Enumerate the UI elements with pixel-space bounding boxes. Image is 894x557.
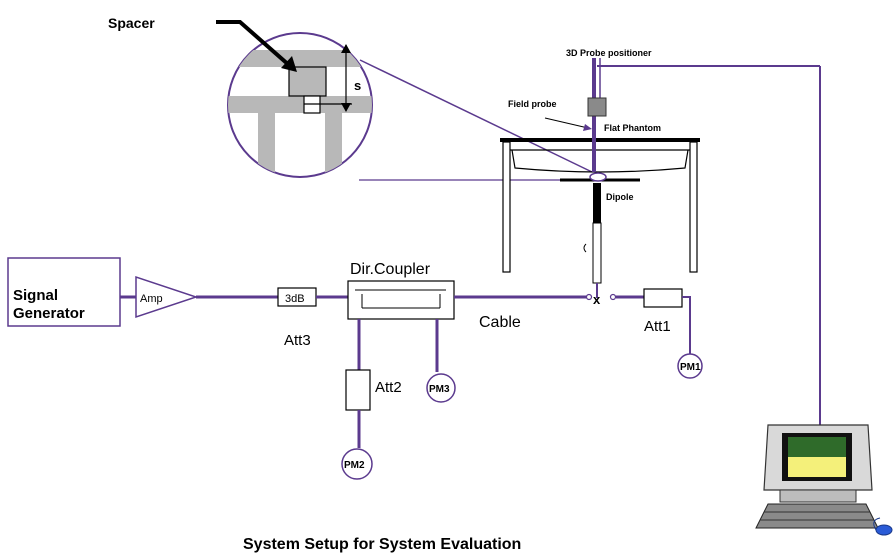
cable-label: Cable: [479, 314, 521, 331]
field-probe-label: Field probe: [508, 99, 557, 109]
dir-coupler-box: [347, 280, 455, 320]
zoom-line-top: [359, 59, 593, 173]
amplifier-triangle: [135, 275, 199, 319]
mouse: [875, 524, 893, 536]
table-leg-right-main: [689, 141, 698, 273]
magnifier-inset: s: [227, 32, 373, 178]
cable-end-connector: [585, 293, 593, 301]
phantom-bottom-layer: [228, 96, 372, 113]
figure-caption: System Setup for System Evaluation: [243, 536, 521, 553]
spacer-block: [288, 66, 327, 97]
s-arrow-bottom: [341, 103, 351, 112]
pm1-label: PM1: [680, 362, 701, 373]
mouse-cable: [873, 517, 881, 531]
spacer-pointer: [216, 20, 292, 68]
att2-label: Att2: [375, 379, 402, 396]
pm3-label: PM3: [429, 384, 450, 395]
s-label: s: [354, 78, 361, 93]
att3-label: Att3: [284, 332, 311, 349]
keyboard: [755, 503, 879, 529]
att1-label: Att1: [644, 318, 671, 335]
screen-top: [788, 437, 846, 457]
spacer-arrowhead: [281, 56, 297, 72]
att2-box: [345, 369, 371, 411]
pm2-label: PM2: [344, 460, 365, 471]
att1-connector: [609, 293, 617, 301]
phantom-shell: [511, 149, 689, 173]
pm1-circle: [677, 353, 703, 379]
dir-coupler-label: Dir.Coupler: [350, 261, 431, 278]
signal-chain: Signal Generator Amp 3dB Att3 Dir.Couple…: [7, 257, 703, 480]
field-probe-holder: [587, 97, 607, 117]
signal-generator-label-1: Signal: [13, 287, 58, 304]
probe-positioner-label: 3D Probe positioner: [566, 48, 652, 58]
table-leg-left: [258, 113, 275, 177]
flat-phantom-label: Flat Phantom: [604, 123, 661, 133]
field-probe-pointer: [544, 117, 589, 129]
dipole-clip: [583, 243, 587, 253]
computer: [755, 424, 893, 536]
att1-box: [643, 288, 683, 308]
amp-label: Amp: [140, 293, 163, 305]
phantom-top-layer: [228, 50, 372, 67]
dipole-label: Dipole: [606, 192, 634, 202]
spacer-label: Spacer: [108, 15, 155, 31]
signal-generator-box: [7, 257, 121, 327]
dipole-balun: [593, 183, 601, 223]
field-probe-arrowhead: [583, 124, 592, 131]
table-leg-right: [325, 113, 342, 177]
s-arrow-top: [341, 44, 351, 53]
computer-base: [779, 489, 857, 503]
dipole-stand: [592, 222, 602, 284]
phantom-plate: [500, 138, 700, 142]
att3-box-label: 3dB: [285, 293, 305, 305]
wire-att1-pm1: [682, 296, 691, 354]
pm2-circle: [341, 448, 373, 480]
x-label: x: [593, 292, 601, 307]
phantom-setup: 3D Probe positioner Field probe Flat Pha…: [500, 48, 821, 425]
screen-bottom: [788, 457, 846, 477]
table-leg-left-main: [502, 141, 511, 273]
dipole-center: [589, 172, 607, 182]
coupler-secondary: [361, 294, 441, 309]
pm3-circle: [426, 373, 456, 403]
signal-generator-label-2: Generator: [13, 305, 85, 322]
